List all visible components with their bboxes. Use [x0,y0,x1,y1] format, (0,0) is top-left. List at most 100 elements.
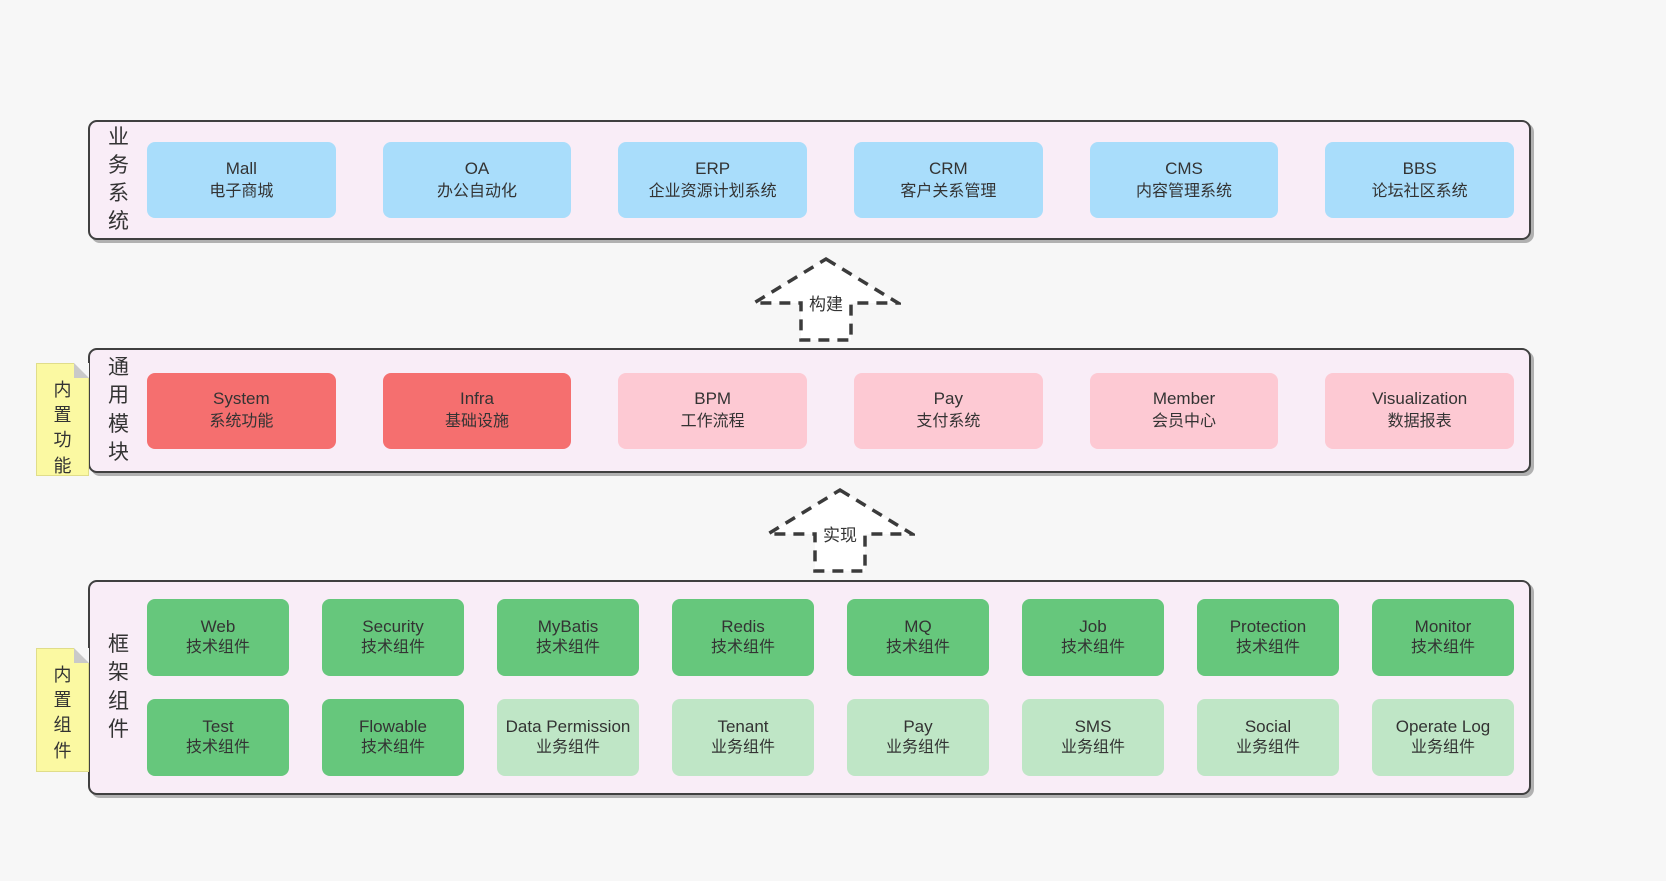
box-visualization: Visualization 数据报表 [1325,372,1514,449]
box-subtitle: 业务组件 [1235,739,1300,757]
sticky-note-text: 内置功能 [53,380,72,476]
box-subtitle: 技术组件 [1410,639,1475,657]
box-subtitle: 技术组件 [360,639,425,657]
box-title: Social [1244,717,1292,737]
module-boxes-row: System 系统功能 Infra 基础设施 BPM 工作流程 Pay 支付系统… [147,350,1514,471]
box-title: Visualization [1372,389,1468,409]
box-subtitle: 支付系统 [916,413,981,431]
layer-label-column: 通用模块 [90,350,147,471]
arrow-implement: 实现 [765,487,915,573]
box-title: Web [200,617,236,637]
box-tenant: Tenant 业务组件 [672,699,814,776]
box-data-permission: Data Permission 业务组件 [497,699,639,776]
layer-label: 通用模块 [108,356,129,464]
box-bbs: BBS 论坛社区系统 [1325,142,1514,218]
box-title: BBS [1402,158,1437,178]
box-title: SMS [1074,717,1112,737]
box-crm: CRM 客户关系管理 [854,142,1043,218]
box-subtitle: 工作流程 [680,413,745,431]
box-title: MQ [904,617,932,637]
layer-common-modules: 通用模块 System 系统功能 Infra 基础设施 BPM 工作流程 Pay… [88,348,1531,473]
box-title: Pay [903,717,933,737]
box-title: CRM [928,158,968,178]
box-subtitle: 技术组件 [185,639,250,657]
box-title: Monitor [1414,617,1472,637]
layer-label-column: 业务系统 [90,122,147,238]
box-subtitle: 技术组件 [885,639,950,657]
box-subtitle: 论坛社区系统 [1371,182,1468,200]
layer-business-systems: 业务系统 Mall 电子商城 OA 办公自动化 ERP 企业资源计划系统 CRM… [88,120,1531,240]
box-subtitle: 企业资源计划系统 [648,182,777,200]
box-title: Pay [933,389,963,409]
box-title: Security [362,617,424,637]
box-pay-module: Pay 支付系统 [854,372,1043,449]
box-cms: CMS 内容管理系统 [1089,142,1279,218]
box-subtitle: 业务组件 [1060,739,1125,757]
box-mall: Mall 电子商城 [147,142,336,218]
box-social: Social 业务组件 [1197,699,1339,776]
box-system: System 系统功能 [147,372,336,449]
sticky-note-text: 内置组件 [53,665,72,761]
box-operate-log: Operate Log 业务组件 [1372,699,1514,776]
box-member: Member 会员中心 [1089,372,1279,449]
box-mybatis: MyBatis 技术组件 [497,599,639,676]
box-title: Job [1079,617,1107,637]
box-oa: OA 办公自动化 [382,142,572,218]
box-pay-component: Pay 业务组件 [847,699,989,776]
box-erp: ERP 企业资源计划系统 [618,142,807,218]
box-title: MyBatis [537,617,599,637]
box-title: Redis [721,617,765,637]
box-title: Operate Log [1395,717,1491,737]
box-subtitle: 技术组件 [360,739,425,757]
box-redis: Redis 技术组件 [672,599,814,676]
box-subtitle: 数据报表 [1387,413,1452,431]
box-subtitle: 办公自动化 [436,182,517,200]
box-mq: MQ 技术组件 [847,599,989,676]
box-title: ERP [695,158,731,178]
box-title: Mall [225,158,257,178]
layer-framework-components: 框架组件 Web 技术组件 Security 技术组件 MyBatis 技术组件… [88,580,1531,795]
box-job: Job 技术组件 [1022,599,1164,676]
box-title: Infra [459,389,494,409]
box-monitor: Monitor 技术组件 [1372,599,1514,676]
arrow-build: 构建 [751,256,901,342]
box-web: Web 技术组件 [147,599,289,676]
box-subtitle: 会员中心 [1151,413,1216,431]
box-subtitle: 业务组件 [710,739,775,757]
box-subtitle: 技术组件 [1235,639,1300,657]
box-title: Protection [1229,617,1307,637]
layer-label: 框架组件 [108,633,129,741]
box-subtitle: 电子商城 [209,182,274,200]
box-title: System [212,389,270,409]
box-subtitle: 业务组件 [885,739,950,757]
box-flowable: Flowable 技术组件 [322,699,464,776]
component-boxes-grid: Web 技术组件 Security 技术组件 MyBatis 技术组件 Redi… [147,582,1514,793]
arrow-label: 构建 [806,294,846,316]
box-title: OA [464,158,490,178]
box-subtitle: 技术组件 [185,739,250,757]
box-title: Data Permission [505,717,631,737]
box-subtitle: 技术组件 [1060,639,1125,657]
box-title: Tenant [717,717,769,737]
box-title: BPM [694,389,732,409]
box-subtitle: 基础设施 [444,413,509,431]
layer-label: 业务系统 [108,125,129,234]
box-test: Test 技术组件 [147,699,289,776]
box-subtitle: 技术组件 [535,639,600,657]
box-subtitle: 系统功能 [209,413,274,431]
box-title: Member [1152,389,1216,409]
box-title: Flowable [358,717,428,737]
box-bpm: BPM 工作流程 [618,372,807,449]
arrow-label: 实现 [820,525,860,547]
box-title: Test [202,717,234,737]
box-subtitle: 技术组件 [710,639,775,657]
box-subtitle: 业务组件 [1410,739,1475,757]
box-security: Security 技术组件 [322,599,464,676]
box-sms: SMS 业务组件 [1022,699,1164,776]
sticky-note-built-in-features: 内置功能 [36,363,89,476]
box-subtitle: 业务组件 [535,739,600,757]
box-subtitle: 内容管理系统 [1135,182,1232,200]
box-subtitle: 客户关系管理 [900,182,997,200]
business-boxes-row: Mall 电子商城 OA 办公自动化 ERP 企业资源计划系统 CRM 客户关系… [147,122,1514,238]
